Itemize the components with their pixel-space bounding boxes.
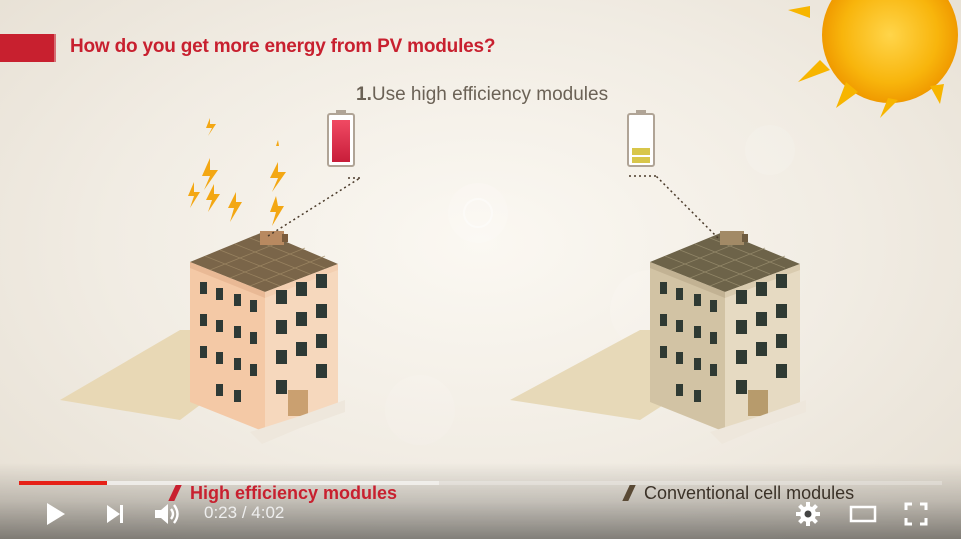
point-heading: 1.Use high efficiency modules bbox=[356, 84, 608, 106]
video-heading: How do you get more energy from PV modul… bbox=[70, 36, 496, 57]
play-button[interactable] bbox=[34, 497, 74, 531]
progress-bar[interactable] bbox=[19, 481, 942, 485]
theater-mode-icon bbox=[849, 505, 877, 523]
play-icon bbox=[47, 503, 65, 525]
next-icon bbox=[107, 505, 123, 523]
point-number: 1. bbox=[356, 84, 372, 105]
caption-right-text: Conventional cell modules bbox=[644, 483, 855, 503]
volume-icon bbox=[155, 504, 179, 524]
next-button[interactable] bbox=[96, 497, 134, 531]
settings-icon bbox=[796, 502, 820, 526]
caption-left-text: High efficiency modules bbox=[190, 483, 398, 503]
progress-played bbox=[19, 481, 107, 485]
point-text: Use high efficiency modules bbox=[371, 84, 609, 105]
high-efficiency-building bbox=[60, 110, 361, 444]
duration: 4:02 bbox=[251, 503, 285, 522]
caption-conventional: Conventional cell modules bbox=[622, 483, 855, 504]
caption-high-efficiency: High efficiency modules bbox=[168, 483, 398, 504]
controls-gradient bbox=[0, 463, 961, 539]
title-separator bbox=[54, 34, 56, 62]
current-time: 0:23 bbox=[204, 503, 238, 522]
fullscreen-icon bbox=[904, 502, 928, 526]
conventional-building bbox=[510, 110, 806, 444]
fullscreen-button[interactable] bbox=[898, 497, 934, 531]
progress-buffered bbox=[19, 481, 439, 485]
sun-illustration bbox=[788, 0, 958, 118]
theater-mode-button[interactable] bbox=[844, 497, 882, 531]
time-display: 0:23 / 4:02 bbox=[204, 503, 284, 523]
settings-button[interactable] bbox=[790, 497, 826, 531]
title-accent-bar bbox=[0, 34, 54, 62]
volume-button[interactable] bbox=[148, 497, 188, 531]
time-separator: / bbox=[241, 503, 247, 522]
